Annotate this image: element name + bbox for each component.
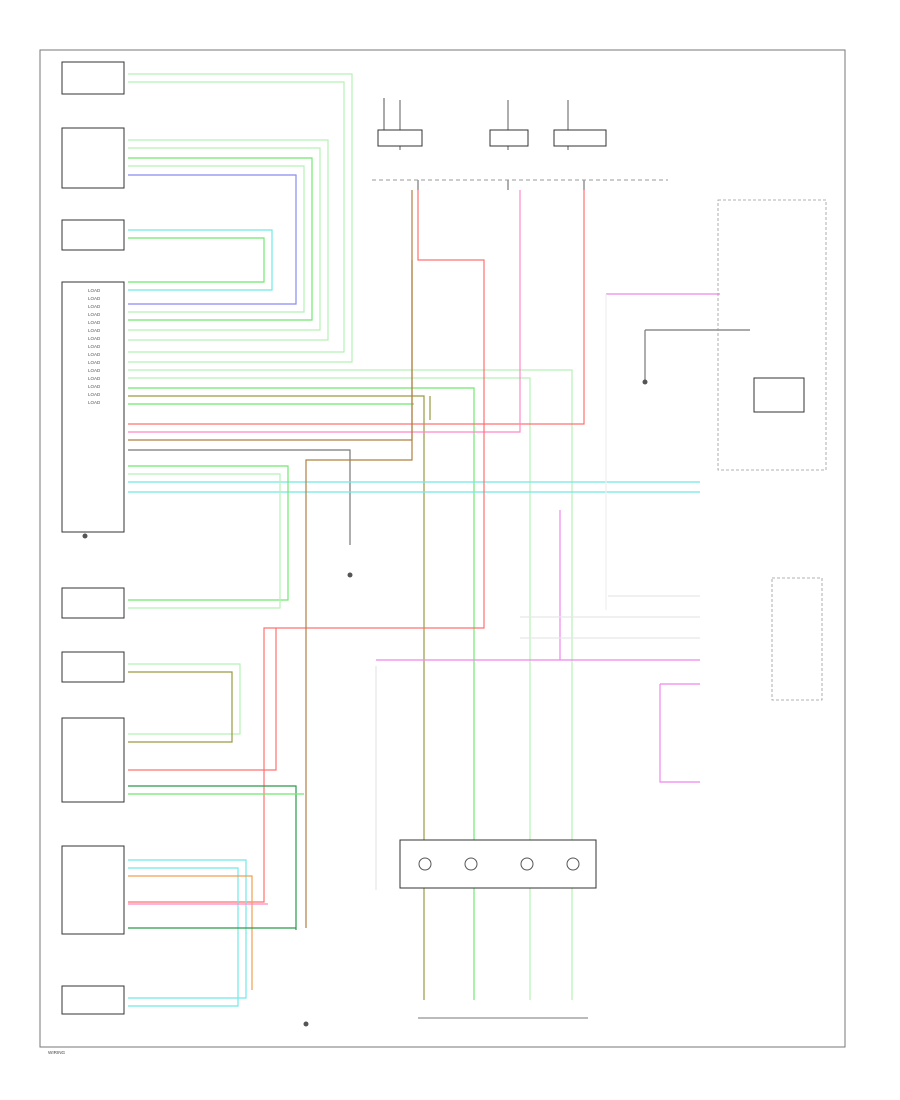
wire	[128, 229, 273, 291]
wire	[128, 237, 265, 283]
svg-text:LOAD: LOAD	[88, 368, 101, 373]
ground-point	[82, 533, 88, 539]
wire	[128, 387, 475, 1000]
fuse-box-3	[553, 129, 607, 147]
wire	[305, 260, 413, 928]
wire	[128, 157, 313, 321]
ground-point	[642, 379, 648, 385]
components	[61, 61, 827, 1019]
svg-text:LOAD: LOAD	[88, 384, 101, 389]
svg-text:LOAD: LOAD	[88, 352, 101, 357]
svg-text:LOAD: LOAD	[88, 320, 101, 325]
wire	[128, 190, 485, 903]
wire	[128, 165, 305, 313]
passenger-sensor-box	[61, 127, 125, 189]
wire	[128, 449, 351, 545]
svg-text:LOAD: LOAD	[88, 336, 101, 341]
right-seat-box	[61, 985, 125, 1015]
wire	[128, 73, 353, 363]
connector-pin	[520, 857, 534, 871]
fuse-box-2	[489, 129, 529, 147]
rear-seat-belt-sensor-box	[61, 61, 125, 95]
connector-pin	[464, 857, 478, 871]
wire	[128, 785, 297, 930]
svg-text:LOAD: LOAD	[88, 360, 101, 365]
wire	[128, 867, 239, 1007]
wire	[128, 465, 289, 601]
wire	[128, 139, 329, 341]
wire	[128, 628, 277, 771]
ground-symbols	[82, 379, 648, 1027]
driver-seat-belt-sensor-box	[61, 587, 125, 619]
pin-label-group: LOAD LOAD LOAD LOAD LOAD LOAD LOAD LOAD …	[88, 288, 101, 405]
fuse-box-1	[377, 129, 423, 147]
wire	[128, 81, 345, 353]
instrument-cluster-box	[717, 199, 827, 471]
wire	[128, 369, 573, 1000]
wire	[128, 395, 425, 1000]
wire	[128, 671, 233, 743]
svg-text:LOAD: LOAD	[88, 328, 101, 333]
wire	[128, 875, 253, 990]
svg-text:LOAD: LOAD	[88, 288, 101, 293]
passenger-airbag-connector-box	[771, 577, 823, 701]
wire	[128, 190, 585, 425]
wire	[128, 663, 241, 735]
svg-text:LOAD: LOAD	[88, 392, 101, 397]
left-seat-box	[61, 651, 125, 683]
wire	[128, 859, 247, 999]
left-airbag-module-box	[61, 717, 125, 803]
wire	[128, 147, 321, 331]
ground-point	[303, 1021, 309, 1027]
right-airbag-module-box	[61, 845, 125, 935]
wire-layer	[128, 73, 750, 1007]
connector-pin	[418, 857, 432, 871]
passenger-seat-belt-sensor-box	[61, 219, 125, 251]
occupant-sensor-bottom-box	[399, 839, 597, 889]
wire	[128, 190, 521, 433]
svg-text:LOAD: LOAD	[88, 312, 101, 317]
svg-text:LOAD: LOAD	[88, 400, 101, 405]
wire	[659, 684, 700, 783]
clockspring-box	[753, 377, 805, 413]
svg-text:LOAD: LOAD	[88, 376, 101, 381]
wire	[128, 174, 297, 305]
ground-point	[347, 572, 353, 578]
occupant-control-module-box	[61, 281, 125, 533]
svg-text:LOAD: LOAD	[88, 304, 101, 309]
wire	[128, 190, 413, 441]
wire	[128, 473, 281, 609]
svg-text:LOAD: LOAD	[88, 296, 101, 301]
footer-label: WIRING	[48, 1050, 66, 1055]
wire	[128, 377, 531, 1000]
svg-text:LOAD: LOAD	[88, 344, 101, 349]
diagram-frame	[39, 49, 846, 1048]
connector-pin	[566, 857, 580, 871]
